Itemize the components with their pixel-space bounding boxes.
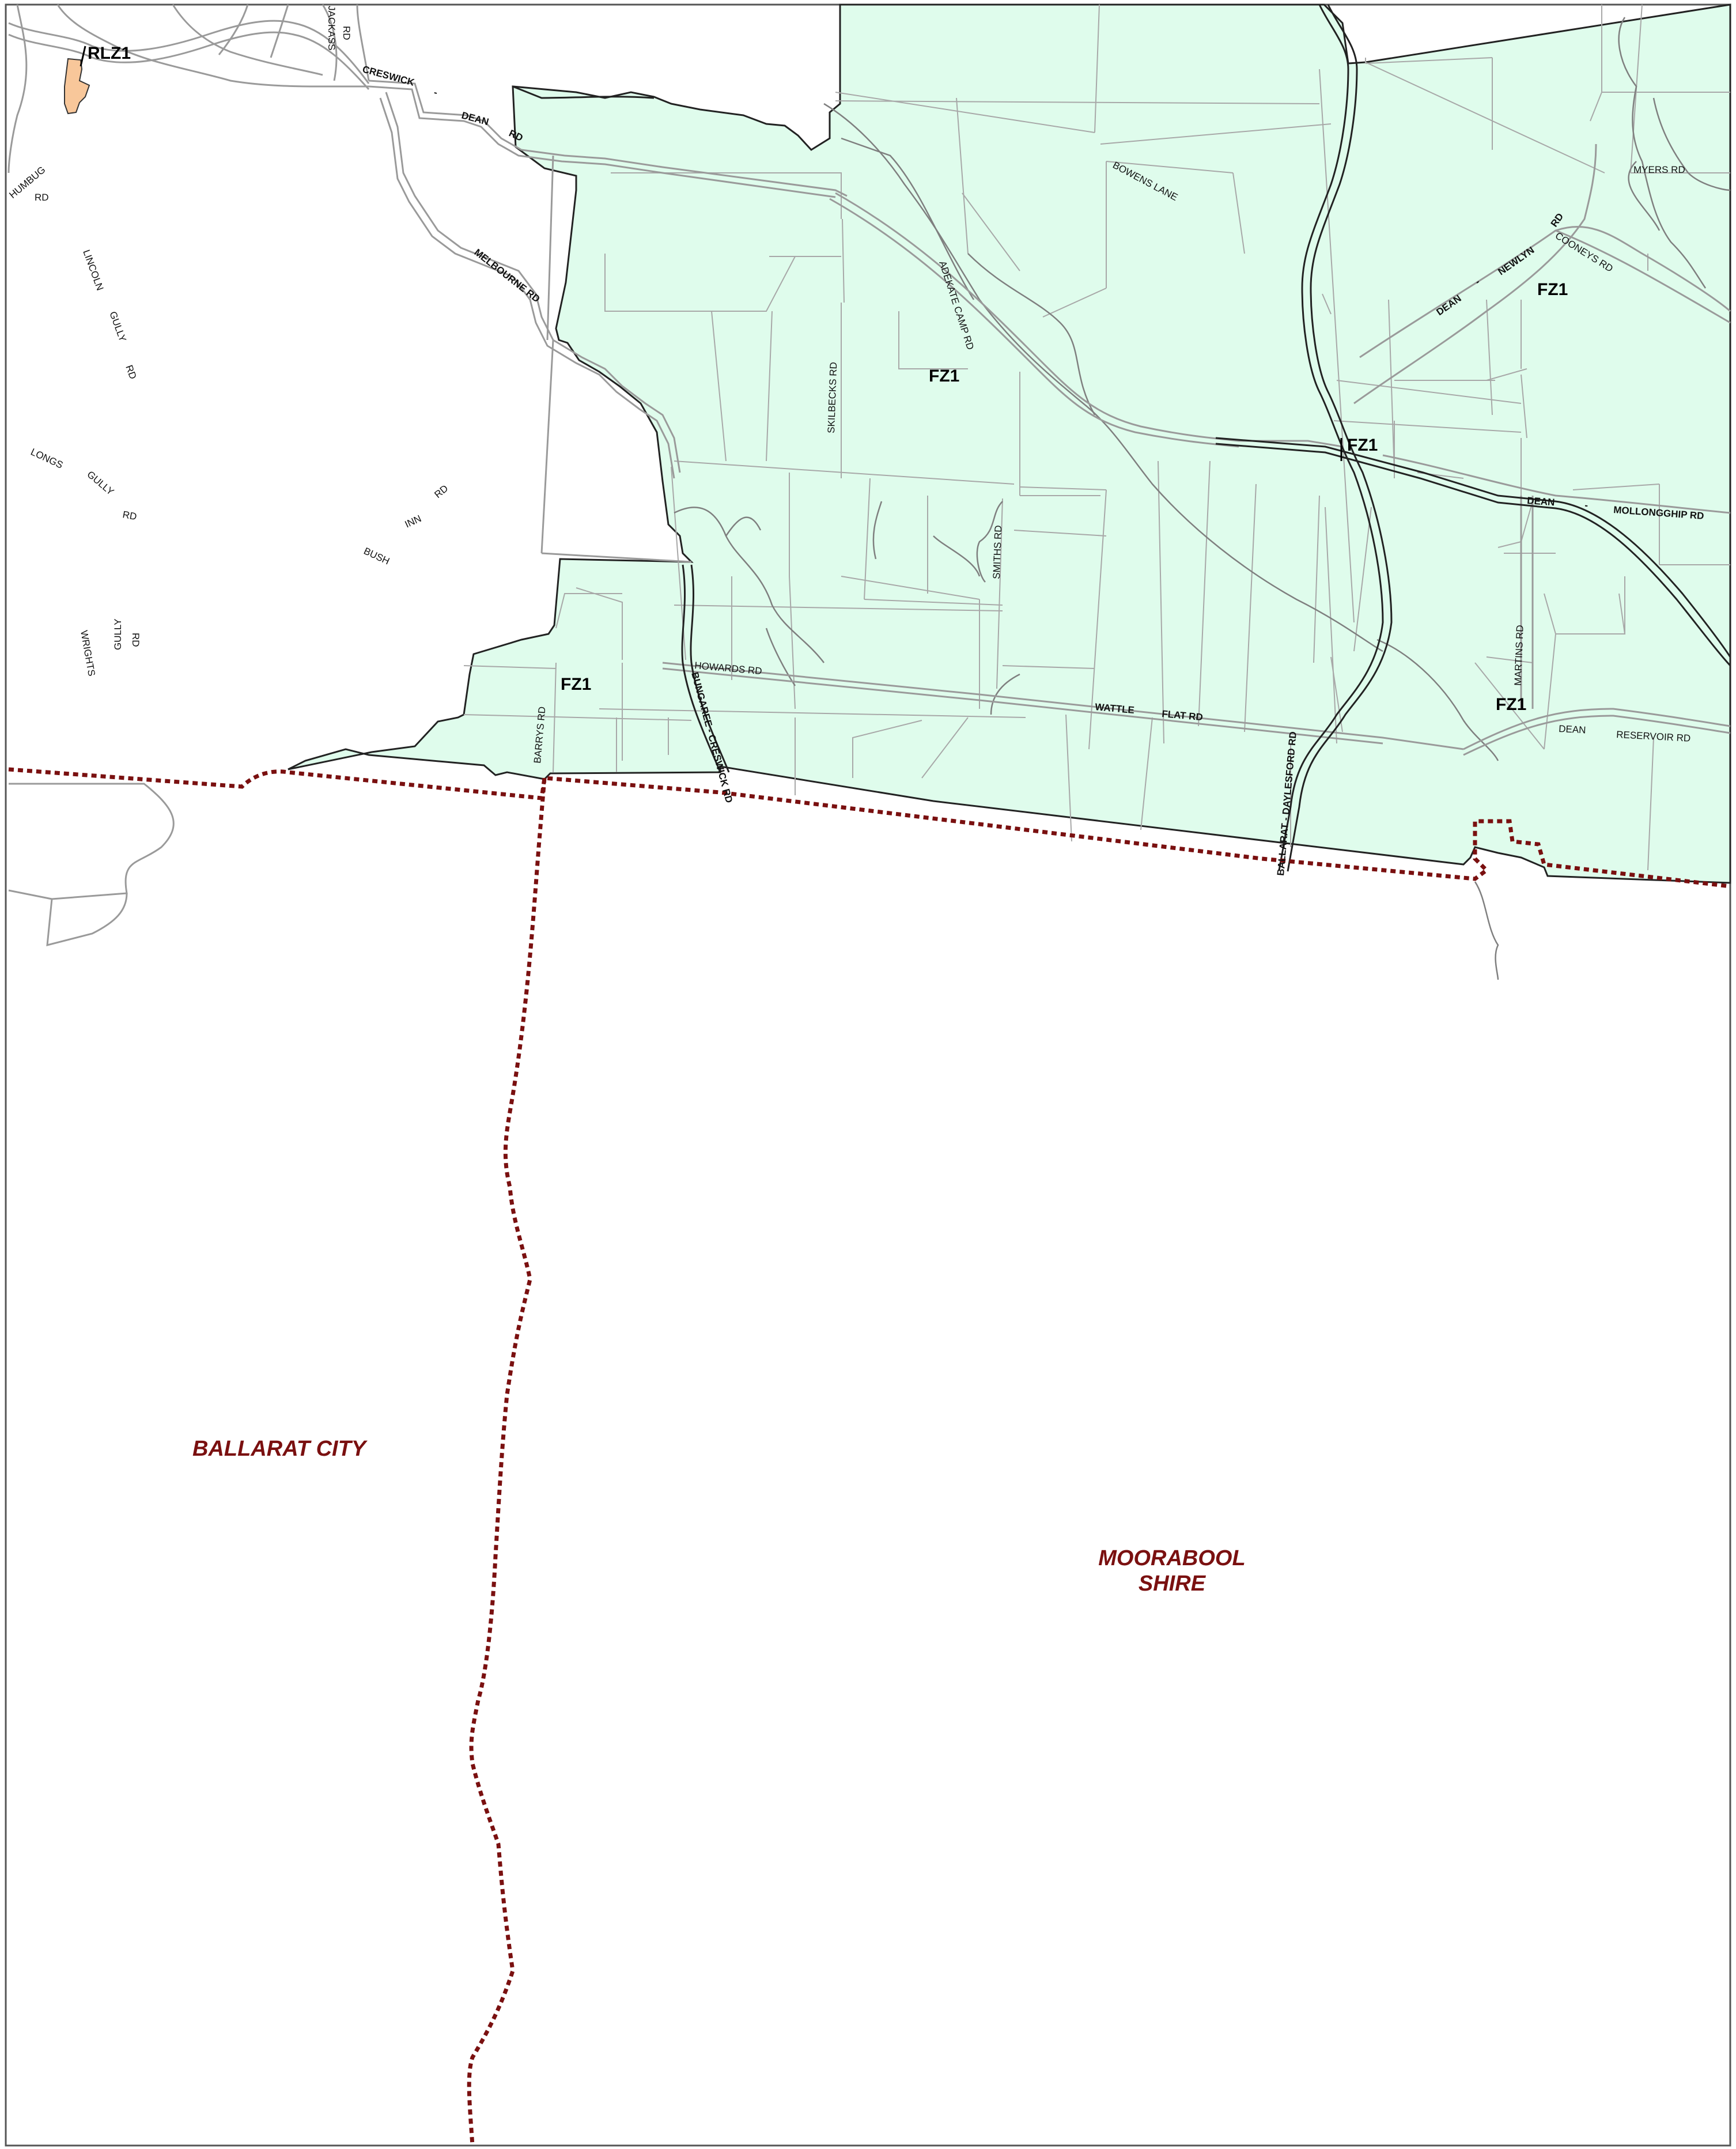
rural-living-zone-parcel[interactable] [64, 58, 90, 115]
zone-label-fz1-junction: FZ1 [1347, 436, 1378, 455]
municipality-ballarat-city: BALLARAT CITY [192, 1437, 368, 1461]
road-label-longs-rd: RD [122, 509, 137, 522]
zone-label-fz1-northeast: FZ1 [1537, 280, 1568, 299]
zone-label-rlz1: RLZ1 [88, 44, 131, 63]
municipality-labels: BALLARAT CITY MOORABOOL SHIRE [192, 1437, 1246, 1596]
road-label-wrights-rd: RD [130, 633, 141, 647]
road-label-dean-mollongghip-dean: DEAN [1527, 495, 1555, 508]
road-label-wrights-gully: GULLY [112, 619, 123, 651]
road-label-creswick-dash: - [433, 87, 438, 99]
zone-labels: RLZ1 FZ1 FZ1 FZ1 FZ1 FZ1 [88, 44, 1568, 714]
major-roads [512, 4, 1731, 872]
road-label-dean-mollongghip-dash: - [1584, 500, 1589, 511]
zone-label-fz1-central: FZ1 [929, 367, 959, 386]
zone-label-fz1-east: FZ1 [1496, 695, 1526, 714]
municipal-boundary [8, 767, 1731, 2146]
road-label-myers-rd: MYERS RD [1633, 164, 1685, 175]
road-label-dean-reservoir-dean: DEAN [1559, 723, 1586, 735]
road-label-smiths-rd: SMITHS RD [991, 525, 1004, 579]
road-label-jackass: JACKASS [326, 6, 337, 50]
municipality-moorabool-line1: MOORABOOL [1098, 1546, 1245, 1570]
zone-label-fz1-west: FZ1 [561, 675, 591, 694]
road-label-martins-rd: MARTINS RD [1512, 625, 1526, 686]
zone-leaders [80, 46, 1342, 461]
road-label-skilbecks-rd: SKILBECKS RD [826, 362, 839, 433]
watercourses [674, 17, 1731, 980]
road-label-humbug-rd: RD [35, 192, 49, 203]
municipality-moorabool-line2: SHIRE [1139, 1572, 1206, 1596]
road-network [7, 4, 1731, 946]
farming-zone-area[interactable] [288, 3, 1731, 884]
road-label-jackass-rd: RD [341, 26, 352, 40]
